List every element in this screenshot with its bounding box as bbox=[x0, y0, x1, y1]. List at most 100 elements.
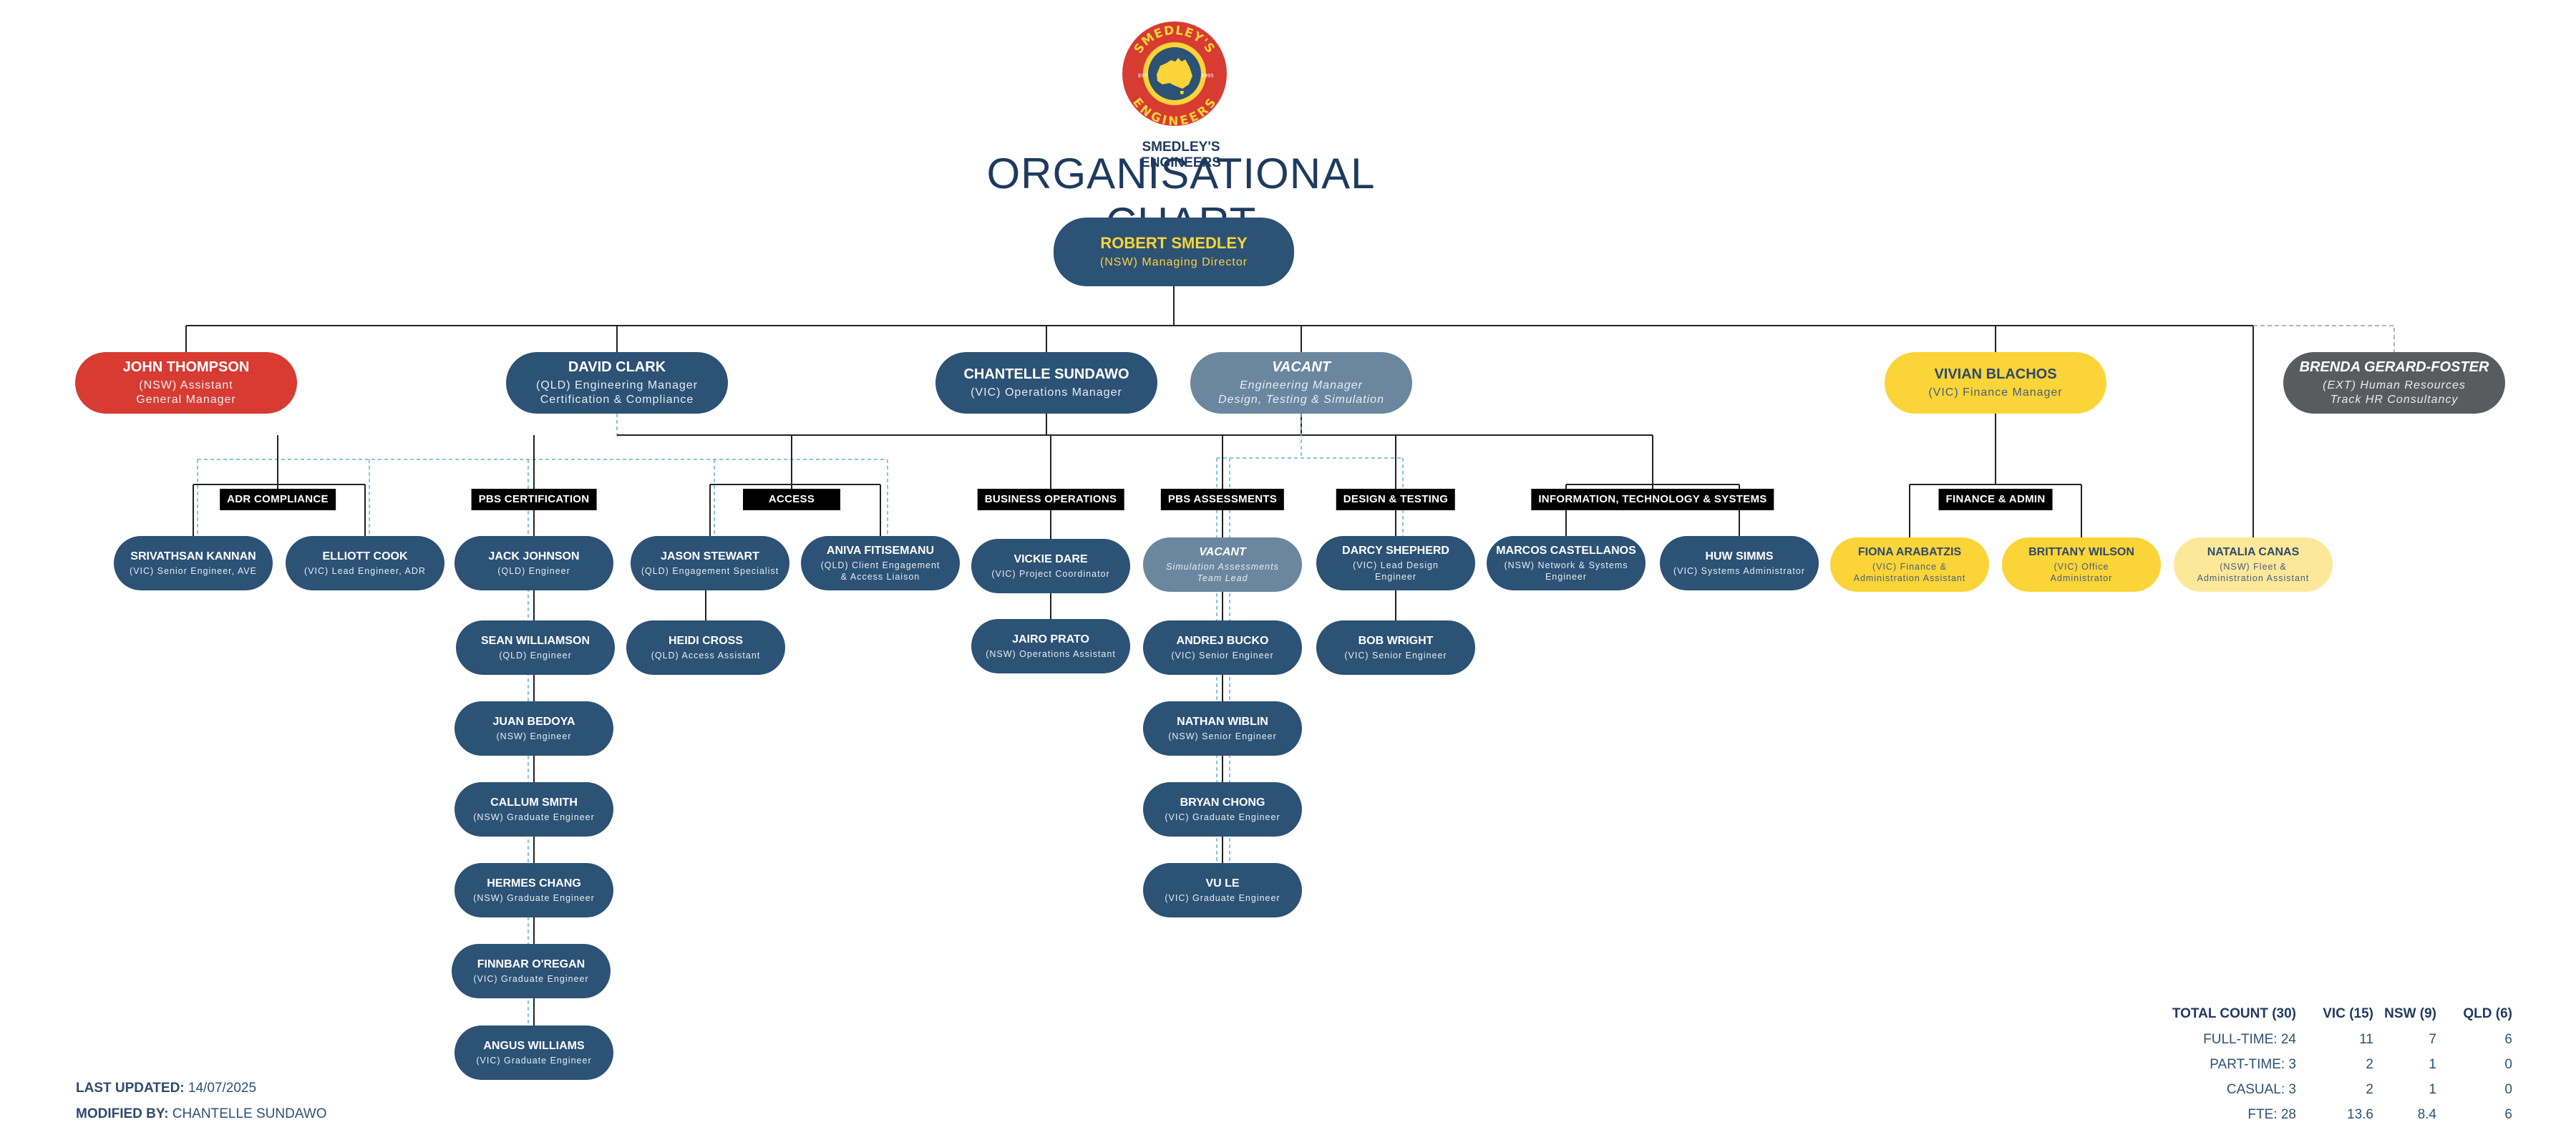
person-role: (QLD) Access Assistant bbox=[651, 651, 761, 662]
person-name: ELLIOTT COOK bbox=[322, 550, 408, 562]
person-name: JACK JOHNSON bbox=[488, 550, 580, 562]
person-role: (VIC) Finance Manager bbox=[1928, 386, 2062, 400]
person-card-huw[interactable]: HUW SIMMS(VIC) Systems Administrator bbox=[1660, 536, 1819, 590]
person-role-line: Team Lead bbox=[1197, 573, 1248, 583]
person-card-fiona[interactable]: FIONA ARABATZIS (VIC) Finance &Administra… bbox=[1830, 537, 1989, 592]
team-label-pbsassess: PBS ASSESSMENTS bbox=[1160, 489, 1285, 510]
person-role: (VIC) Finance &Administration Assistant bbox=[1854, 562, 1966, 584]
person-name: CALLUM SMITH bbox=[490, 796, 578, 809]
person-card-vu[interactable]: VU LE(VIC) Graduate Engineer bbox=[1143, 863, 1302, 917]
person-card-jack[interactable]: JACK JOHNSON(QLD) Engineer bbox=[455, 536, 613, 590]
person-name: VACANT bbox=[1272, 359, 1331, 375]
last-updated-label: LAST UPDATED: bbox=[76, 1081, 185, 1096]
stat-cell: 11 bbox=[2359, 1032, 2373, 1047]
person-role-line: Engineering Manager bbox=[1240, 379, 1363, 391]
person-card-finnbar[interactable]: FINNBAR O'REGAN (VIC) Graduate Engineer bbox=[452, 944, 611, 998]
person-card-vickie[interactable]: VICKIE DARE(VIC) Project Coordinator bbox=[971, 539, 1130, 593]
team-label-access: ACCESS bbox=[743, 489, 840, 510]
person-name: BRITTANY WILSON bbox=[2028, 545, 2134, 558]
team-label-busops: BUSINESS OPERATIONS bbox=[977, 489, 1124, 510]
modified-by-label: MODIFIED BY: bbox=[76, 1106, 169, 1121]
person-role: (NSW) Engineer bbox=[497, 731, 572, 743]
person-role-line: (VIC) Finance Manager bbox=[1928, 386, 2063, 399]
person-card-sean[interactable]: SEAN WILLIAMSON(QLD) Engineer bbox=[456, 620, 615, 675]
person-card-nathan[interactable]: NATHAN WIBLIN(NSW) Senior Engineer bbox=[1143, 701, 1302, 756]
stat-cell: 7 bbox=[2429, 1032, 2436, 1047]
person-name: VACANT bbox=[1199, 545, 1246, 558]
person-role-line: (VIC) Graduate Engineer bbox=[473, 973, 589, 984]
person-role-line: (QLD) Engagement Specialist bbox=[641, 565, 779, 576]
person-card-marcos[interactable]: MARCOS CASTELLANOS(NSW) Network & System… bbox=[1487, 536, 1646, 590]
person-name: JOHN THOMPSON bbox=[122, 359, 250, 375]
stat-cell: 2 bbox=[2366, 1082, 2373, 1097]
person-role-line: Administration Assistant bbox=[2197, 573, 2310, 583]
person-card-jairo[interactable]: JAIRO PRATO(NSW) Operations Assistant bbox=[971, 619, 1130, 673]
stat-cell: 1 bbox=[2429, 1057, 2436, 1072]
person-card-chantelle[interactable]: CHANTELLE SUNDAWO(VIC) Operations Manage… bbox=[935, 352, 1157, 414]
stat-cell: CASUAL: 3 bbox=[2226, 1082, 2296, 1097]
person-card-natalia[interactable]: NATALIA CANAS(NSW) Fleet &Administration… bbox=[2174, 537, 2333, 592]
person-card-vivian[interactable]: VIVIAN BLACHOS(VIC) Finance Manager bbox=[1885, 352, 2106, 414]
person-name: DAVID CLARK bbox=[568, 359, 666, 375]
stat-cell: 2 bbox=[2366, 1057, 2373, 1072]
person-role-line: (NSW) Network & Systems bbox=[1504, 560, 1628, 570]
person-card-bryan[interactable]: BRYAN CHONG(VIC) Graduate Engineer bbox=[1143, 782, 1302, 837]
team-label-adr: ADR COMPLIANCE bbox=[220, 489, 336, 510]
modified-by-value: CHANTELLE SUNDAWO bbox=[172, 1106, 327, 1121]
person-card-srivathsan[interactable]: SRIVATHSAN KANNAN(VIC) Senior Engineer, … bbox=[114, 536, 273, 590]
person-role: (QLD) Client Engagement& Access Liaison bbox=[821, 560, 941, 583]
person-card-elliott[interactable]: ELLIOTT COOK(VIC) Lead Engineer, ADR bbox=[286, 536, 444, 590]
person-role-line: (VIC) Operations Manager bbox=[971, 386, 1122, 399]
person-role-line: (NSW) Graduate Engineer bbox=[473, 892, 595, 903]
stat-cell: 6 bbox=[2504, 1107, 2512, 1122]
stat-header: NSW (9) bbox=[2384, 1006, 2436, 1021]
last-updated-value: 14/07/2025 bbox=[188, 1081, 257, 1096]
person-role: (VIC) Project Coordinator bbox=[991, 569, 1109, 580]
person-card-aniva[interactable]: ANIVA FITISEMANU (QLD) Client Engagement&… bbox=[801, 536, 960, 590]
person-name: NATHAN WIBLIN bbox=[1177, 715, 1268, 728]
person-name: FIONA ARABATZIS bbox=[1857, 545, 1962, 558]
stat-header: TOTAL COUNT (30) bbox=[2172, 1006, 2296, 1021]
stat-cell: 13.6 bbox=[2347, 1107, 2373, 1122]
person-card-heidi[interactable]: HEIDI CROSS (QLD) Access Assistant bbox=[626, 620, 785, 675]
person-role-line: (QLD) Engineering Manager bbox=[536, 379, 698, 391]
team-label-finadmin: FINANCE & ADMIN bbox=[1938, 489, 2053, 510]
person-name: JASON STEWART bbox=[661, 550, 759, 562]
person-role-line: Design, Testing & Simulation bbox=[1218, 394, 1384, 406]
person-role-line: Administrator bbox=[2050, 573, 2113, 583]
person-role-line: (NSW) Operations Assistant bbox=[986, 648, 1116, 659]
person-role: (NSW) Managing Director bbox=[1100, 255, 1248, 270]
person-card-juan[interactable]: JUAN BEDOYA(NSW) Engineer bbox=[455, 701, 613, 756]
external-dotted-line bbox=[2253, 325, 2395, 352]
person-role-line: (EXT) Human Resources bbox=[2323, 379, 2466, 391]
person-card-robert[interactable]: ROBERT SMEDLEY (NSW) Managing Director bbox=[1054, 218, 1294, 286]
person-name: ANIVA FITISEMANU bbox=[826, 544, 935, 557]
person-card-hermes[interactable]: HERMES CHANG(NSW) Graduate Engineer bbox=[455, 863, 613, 917]
person-card-angus[interactable]: ANGUS WILLIAMS(VIC) Graduate Engineer bbox=[455, 1025, 613, 1080]
stat-cell: FTE: 28 bbox=[2247, 1107, 2296, 1122]
person-card-brenda[interactable]: BRENDA GERARD-FOSTER(EXT) Human Resource… bbox=[2283, 352, 2505, 414]
person-card-andrej[interactable]: ANDREJ BUCKO(VIC) Senior Engineer bbox=[1143, 620, 1302, 675]
person-name: ROBERT SMEDLEY bbox=[1100, 233, 1248, 252]
stat-cell: 6 bbox=[2504, 1032, 2512, 1047]
person-role: (VIC) Graduate Engineer bbox=[1165, 893, 1280, 905]
person-role-line: (NSW) Graduate Engineer bbox=[473, 812, 595, 822]
person-role-line: Simulation Assessments bbox=[1166, 561, 1279, 572]
person-card-callum[interactable]: CALLUM SMITH (NSW) Graduate Engineer bbox=[455, 782, 613, 837]
person-card-bob[interactable]: BOB WRIGHT(VIC) Senior Engineer bbox=[1316, 620, 1475, 675]
person-name: HEIDI CROSS bbox=[668, 634, 743, 647]
stat-cell: 8.4 bbox=[2417, 1107, 2436, 1122]
person-role: (VIC) Operations Manager bbox=[971, 386, 1122, 400]
person-role: (QLD) Engagement Specialist bbox=[641, 566, 779, 578]
person-card-jason[interactable]: JASON STEWART (QLD) Engagement Specialist bbox=[631, 536, 789, 590]
person-name: SEAN WILLIAMSON bbox=[481, 634, 590, 647]
person-name: FINNBAR O'REGAN bbox=[477, 958, 585, 970]
